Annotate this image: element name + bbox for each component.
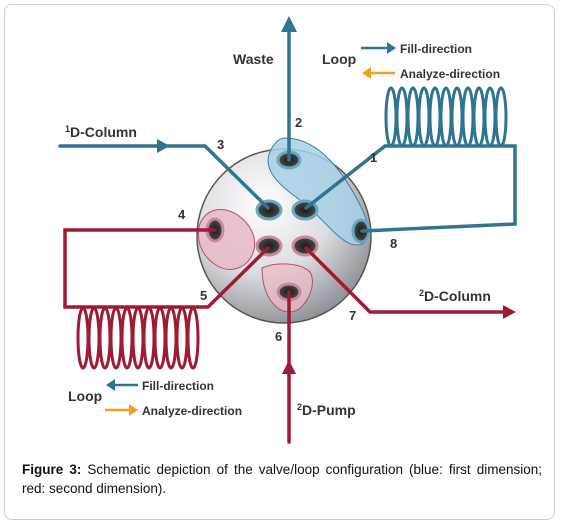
bottom-fill-arrow: [106, 379, 138, 391]
port-5-hole: [255, 235, 283, 257]
column1-arrowhead: [157, 139, 170, 153]
port-7-hole: [291, 235, 319, 257]
port-3-hole: [255, 199, 283, 221]
port-3-label: 3: [217, 137, 224, 152]
bottom-analyze-label: Analyze-direction: [142, 404, 242, 418]
bottom-analyze-arrow: [105, 404, 138, 416]
port-7-label: 7: [349, 308, 356, 323]
top-fill-arrow: [361, 42, 396, 54]
caption-text: Schematic depiction of the valve/loop co…: [22, 462, 542, 496]
port-8-label: 8: [390, 236, 397, 251]
port-6-label: 6: [275, 329, 282, 344]
blue-loop-coil: [384, 86, 508, 148]
bottom-fill-label: Fill-direction: [142, 379, 214, 393]
red-loop-coil: [76, 306, 200, 370]
waste-label: Waste: [233, 51, 274, 67]
caption-label: Figure 3:: [22, 462, 82, 477]
port-5-label: 5: [200, 288, 207, 303]
port-4-label: 4: [178, 207, 186, 222]
port-2-label: 2: [295, 115, 302, 130]
pump-arrowhead: [282, 360, 296, 374]
column2-label: 2D-Column: [419, 288, 491, 304]
blue-flow-lines: [58, 26, 517, 233]
column1-label: 1D-Column: [65, 124, 137, 140]
bottom-loop-label: Loop: [68, 388, 102, 404]
top-analyze-arrow: [362, 67, 395, 79]
figure-caption: Figure 3: Schematic depiction of the val…: [22, 460, 542, 498]
column2-arrowhead: [503, 305, 516, 319]
top-analyze-label: Analyze-direction: [400, 67, 500, 81]
top-loop-label: Loop: [322, 51, 356, 67]
waste-arrowhead: [281, 16, 297, 32]
pump-label: 2D-Pump: [297, 402, 356, 418]
port-1-label: 1: [370, 150, 377, 165]
valve-diagram: Waste Loop Fill-direction Analyze-direct…: [58, 16, 517, 444]
top-fill-label: Fill-direction: [400, 42, 472, 56]
